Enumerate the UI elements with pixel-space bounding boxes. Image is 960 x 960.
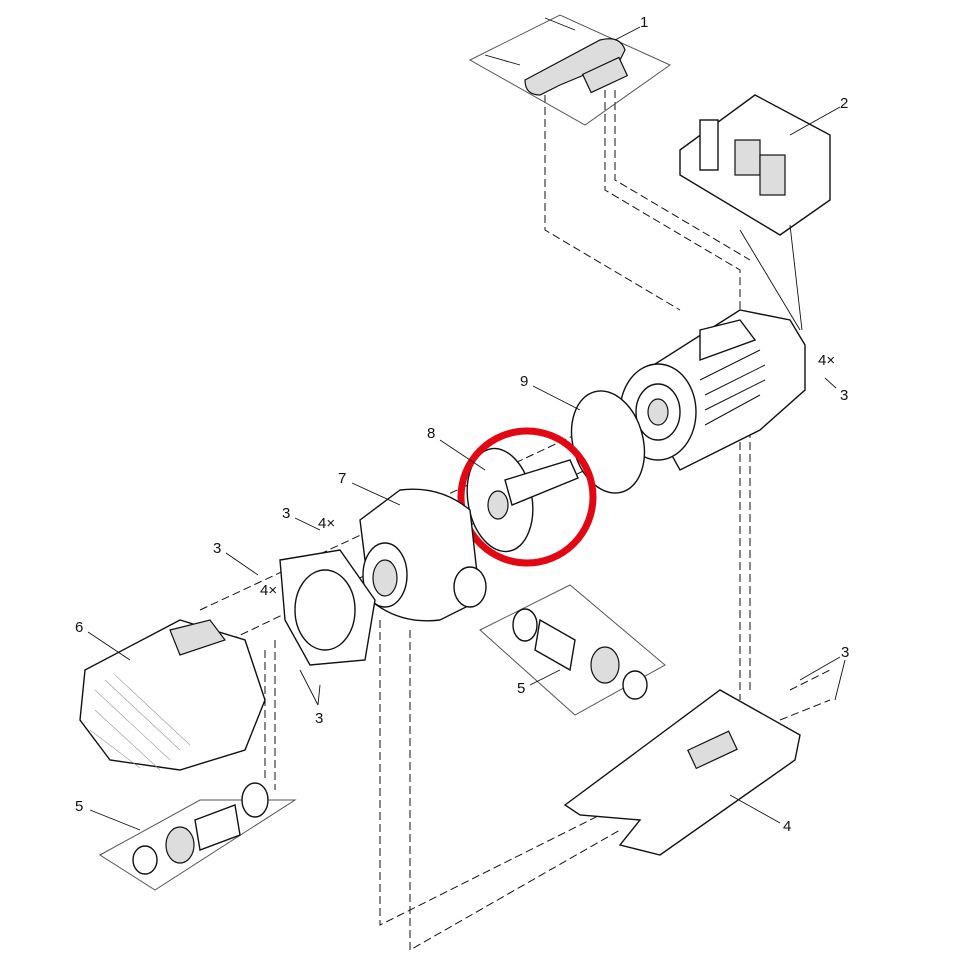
label-part-3: 3: [213, 540, 221, 557]
part-8-impeller: [466, 447, 579, 553]
highlight-circle: [457, 427, 597, 567]
label-part-8: 8: [427, 425, 435, 442]
part-2-detail-inset: [679, 94, 831, 331]
label-quantity: 4×: [318, 515, 335, 532]
motor-housing: [619, 309, 806, 471]
leader-lines: [87, 26, 846, 831]
label-part-3: 3: [315, 710, 323, 727]
label-part-7: 7: [338, 470, 346, 487]
label-quantity: 4×: [260, 582, 277, 599]
part-1-handle: [468, 14, 672, 126]
part-4-base: [563, 689, 801, 856]
label-part-4: 4: [783, 818, 791, 835]
part-5-hose-connector-left: [99, 782, 297, 891]
label-part-3: 3: [282, 505, 290, 522]
label-part-2: 2: [840, 95, 848, 112]
part-7-pump-housing: [359, 488, 487, 622]
label-part-5: 5: [75, 798, 83, 815]
part-5-hose-connector-right: [479, 584, 666, 716]
label-part-1: 1: [640, 14, 648, 31]
part-6-filter-basket: [79, 619, 266, 771]
label-part-6: 6: [75, 619, 83, 636]
label-part-3: 3: [840, 387, 848, 404]
label-part-3: 3: [841, 644, 849, 661]
label-quantity: 4×: [818, 352, 835, 369]
label-part-9: 9: [520, 373, 528, 390]
label-part-5: 5: [517, 680, 525, 697]
